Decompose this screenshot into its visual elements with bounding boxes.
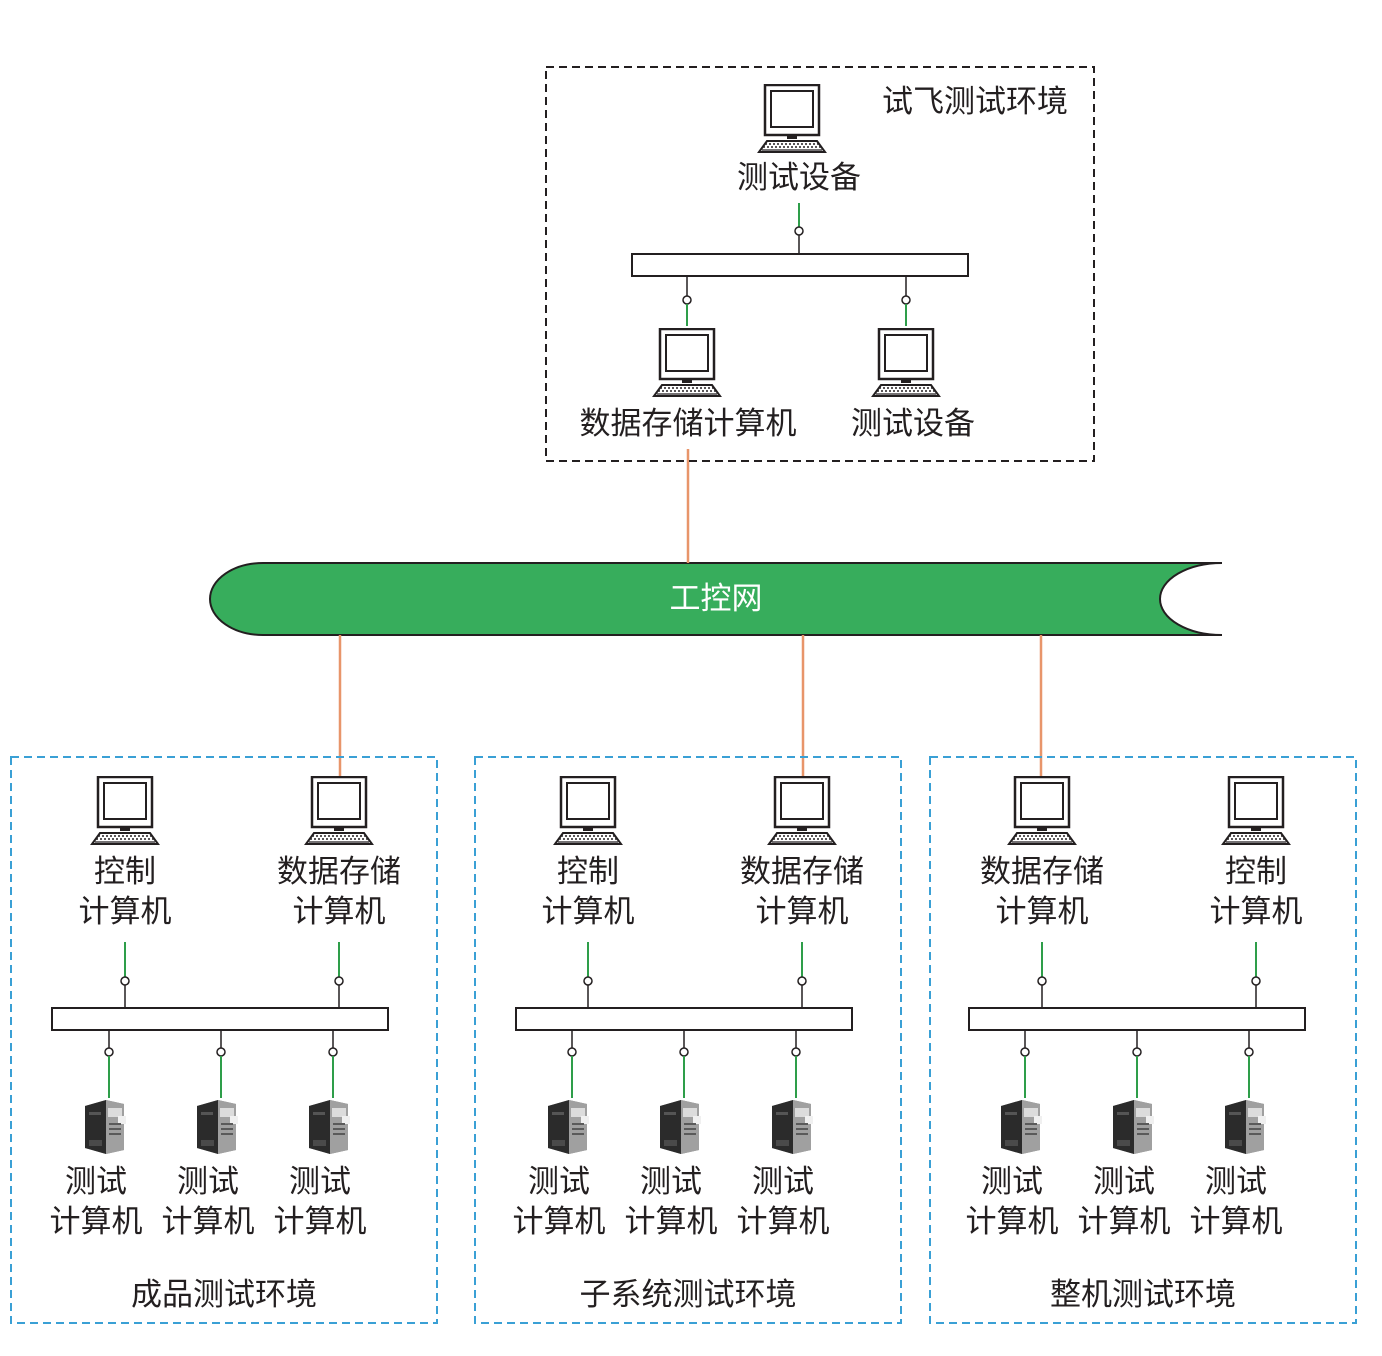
connector-node [104,1047,114,1057]
computer-icon [871,328,941,398]
computer-label-line1: 数据存储 [740,854,864,890]
computer-icon [652,328,722,398]
server-label-line2: 计算机 [274,1204,367,1240]
connector-node [1251,976,1261,986]
environment-bus [968,1007,1306,1031]
computer-icon [304,776,374,846]
computer-icon [757,84,827,154]
computer-label-line1: 数据存储 [277,854,401,890]
server-label-line1: 测试 [1205,1164,1267,1200]
flight-test-bus [631,253,969,277]
test-device-top-label: 测试设备 [737,160,861,196]
server-icon [548,1100,589,1154]
computer-label-line2: 计算机 [1210,894,1303,930]
lower-environments: 成品测试环境控制计算机数据存储计算机测试计算机测试计算机测试计算机子系统测试环境… [10,756,1357,1324]
flight-test-title: 试飞测试环境 [882,84,1068,120]
flight-test-border [545,66,1095,462]
connector-node [679,1047,689,1057]
environment-border [474,756,902,1324]
flight-test-environment: 试飞测试环境 测试设备 数据存储计算机 测试设备 [545,66,1095,462]
connector-node [1132,1047,1142,1057]
computer-icon [767,776,837,846]
test-device-right-label: 测试设备 [851,406,975,442]
computer-label-line2: 计算机 [293,894,386,930]
connector-node [583,976,593,986]
server-label-line1: 测试 [528,1164,590,1200]
server-label-line2: 计算机 [1190,1204,1283,1240]
connector-node [328,1047,338,1057]
connector-node [567,1047,577,1057]
server-label-line2: 计算机 [625,1204,718,1240]
server-label-line1: 测试 [65,1164,127,1200]
server-label-line1: 测试 [752,1164,814,1200]
computer-label-line2: 计算机 [996,894,1089,930]
server-icon [197,1100,238,1154]
server-label-line2: 计算机 [513,1204,606,1240]
server-icon [772,1100,813,1154]
server-icon [1113,1100,1154,1154]
computer-label-line2: 计算机 [756,894,849,930]
environment-bus [51,1007,389,1031]
computer-label-line1: 控制 [557,854,619,890]
computer-icon [90,776,160,846]
connector-node [216,1047,226,1057]
computer-label-line1: 控制 [94,854,156,890]
server-label-line2: 计算机 [50,1204,143,1240]
environment-border [10,756,438,1324]
computer-label-line2: 计算机 [79,894,172,930]
connector-node [120,976,130,986]
connector-node [791,1047,801,1057]
server-icon [85,1100,126,1154]
computer-icon [553,776,623,846]
connector-node [1020,1047,1030,1057]
environment-title: 成品测试环境 [131,1277,317,1313]
connector-node [334,976,344,986]
network-label: 工控网 [670,581,763,617]
server-label-line2: 计算机 [737,1204,830,1240]
environment-border [929,756,1357,1324]
server-label-line1: 测试 [981,1164,1043,1200]
server-label-line2: 计算机 [1078,1204,1171,1240]
server-icon [660,1100,701,1154]
server-icon [309,1100,350,1154]
environment-bus [515,1007,853,1031]
data-storage-label: 数据存储计算机 [580,406,797,442]
computer-label-line2: 计算机 [542,894,635,930]
server-label-line1: 测试 [640,1164,702,1200]
computer-icon [1221,776,1291,846]
server-icon [1001,1100,1042,1154]
computer-label-line1: 控制 [1225,854,1287,890]
environment-title: 整机测试环境 [1050,1277,1236,1313]
server-label-line2: 计算机 [966,1204,1059,1240]
connector-node [1037,976,1047,986]
environment-title: 子系统测试环境 [580,1277,797,1313]
industrial-network-pipe [209,562,1223,636]
server-label-line2: 计算机 [162,1204,255,1240]
server-label-line1: 测试 [177,1164,239,1200]
connector-node [797,976,807,986]
computer-label-line1: 数据存储 [980,854,1104,890]
server-icon [1225,1100,1266,1154]
server-label-line1: 测试 [1093,1164,1155,1200]
connector-node [1244,1047,1254,1057]
computer-icon [1007,776,1077,846]
server-label-line1: 测试 [289,1164,351,1200]
